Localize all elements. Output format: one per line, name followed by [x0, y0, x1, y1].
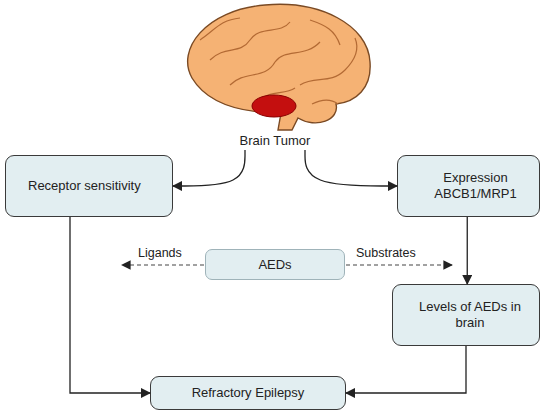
brain-gyri	[200, 18, 357, 104]
connector-arrow	[467, 217, 468, 284]
node-text: AEDs	[206, 257, 344, 273]
arrow-label: Substrates	[356, 246, 416, 260]
connector-arrow	[305, 150, 397, 186]
connector-arrow	[173, 150, 245, 186]
brain-outline	[188, 4, 371, 130]
node-text: Receptor sensitivity	[28, 178, 166, 194]
arrow-label: Ligands	[138, 246, 182, 260]
process-box: Refractory Epilepsy	[150, 376, 346, 410]
ligand-arrow	[122, 264, 204, 265]
process-box: AEDs	[205, 249, 345, 280]
node-text: Expression ABCB1/MRP1	[420, 170, 531, 202]
tumor	[252, 95, 296, 117]
node-text: Levels of AEDs in brain	[411, 299, 529, 331]
process-box: Expression ABCB1/MRP1	[397, 155, 540, 217]
illustration-node: Brain Tumor	[170, 0, 380, 150]
process-box: Receptor sensitivity	[5, 155, 173, 217]
process-box: Levels of AEDs in brain	[392, 284, 540, 346]
node-text: Brain Tumor	[240, 133, 311, 149]
trend-arrows	[12, 166, 404, 334]
brain-illustration	[188, 4, 371, 130]
substrate-arrow	[346, 264, 452, 265]
connector-arrow	[70, 217, 150, 393]
node-text: Refractory Epilepsy	[151, 385, 345, 401]
connector-arrow	[346, 346, 466, 393]
